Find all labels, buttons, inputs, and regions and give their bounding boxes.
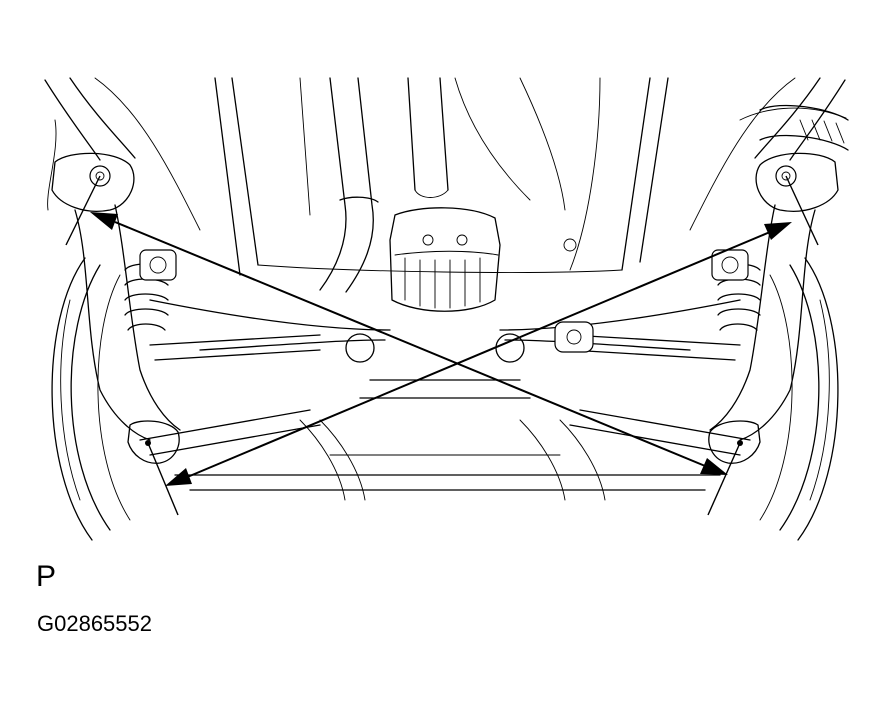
left-suspension-arm [74,204,321,456]
view-label: P [36,560,57,593]
upper-left-mount [51,152,135,212]
leader-lines [65,175,819,516]
upper-right-mount [755,152,839,212]
left-coil-spring [124,249,177,331]
diagonal-arrow-1 [90,212,728,475]
diagonal-arrow-2 [165,222,792,486]
differential [389,207,501,312]
exhaust-pipes [319,77,449,293]
right-coil-spring [711,249,761,331]
rear-subframe [149,299,741,501]
figure-code: G02865552 [37,611,152,636]
floor-pan [214,77,669,276]
left-wheel [51,257,131,541]
center-bushings [345,321,594,363]
left-body-panel [44,77,201,231]
right-upper-coil-spring [759,104,849,151]
right-body-panel [689,77,847,231]
right-suspension-arm [569,204,816,456]
right-wheel [759,257,839,541]
